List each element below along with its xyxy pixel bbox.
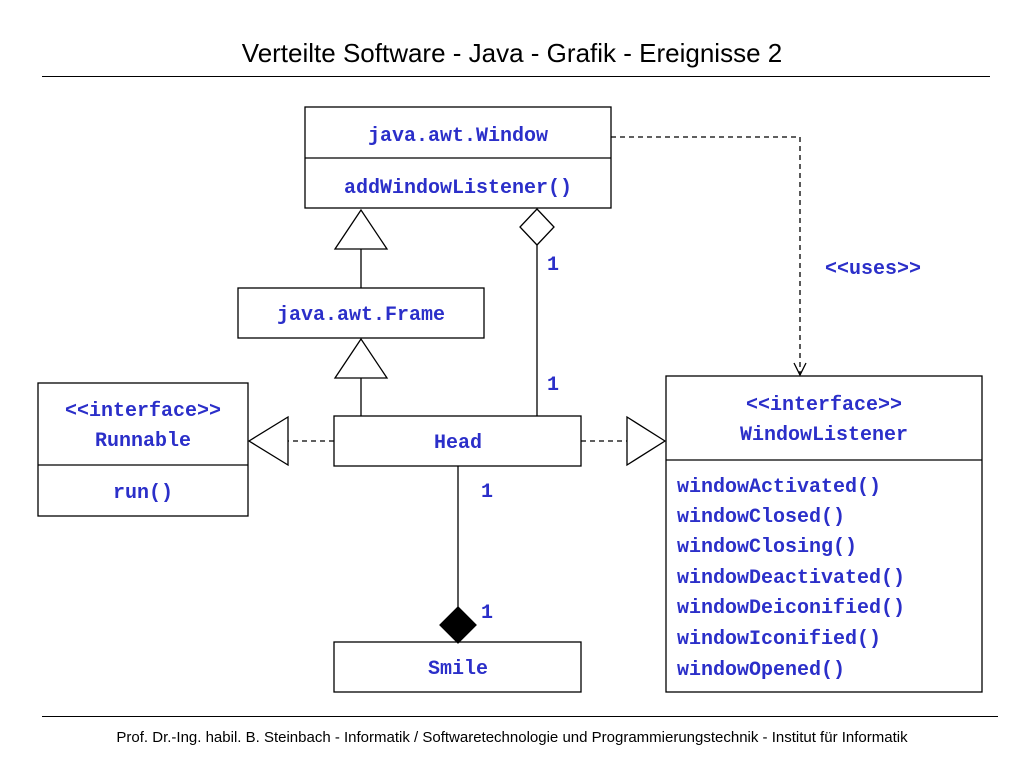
interface-window-listener-stereotype: <<interface>> [746, 394, 902, 417]
method-window-iconified: windowIconified() [677, 628, 881, 651]
method-window-closed: windowClosed() [677, 506, 845, 529]
top-divider [42, 76, 990, 77]
class-window-name: java.awt.Window [368, 125, 548, 148]
class-smile-name: Smile [428, 658, 488, 681]
class-smile-box [333, 641, 582, 693]
interface-window-listener-name: WindowListener [740, 424, 908, 447]
inheritance-arrow-icon [333, 337, 389, 379]
dependency-arrow-icon [793, 362, 807, 377]
aggregation-window-head: 1 1 [519, 208, 559, 416]
footer-text: Prof. Dr.-Ing. habil. B. Steinbach - Inf… [116, 729, 908, 746]
multiplicity-head-to-window: 1 [547, 374, 559, 397]
realization-arrow-icon [247, 415, 289, 467]
uses-label: <<uses>> [825, 258, 921, 281]
class-frame-name: java.awt.Frame [277, 304, 445, 327]
class-head-box [333, 415, 582, 467]
bottom-divider [42, 716, 998, 717]
interface-window-listener: <<interface>> WindowListener windowActiv… [665, 375, 983, 693]
interface-runnable-box [37, 382, 249, 517]
page-title: Verteilte Software - Java - Grafik - Ere… [241, 38, 783, 68]
class-head: Head [333, 415, 582, 467]
multiplicity-head-to-smile: 1 [481, 481, 493, 504]
composition-head-smile: 1 1 [439, 466, 493, 644]
dependency-window-uses-listener: <<uses>> [611, 136, 921, 377]
interface-runnable: <<interface>> Runnable run() [37, 382, 249, 517]
class-frame: java.awt.Frame [237, 287, 485, 339]
dependency-uses-line [611, 136, 801, 375]
realization-arrow-icon [626, 415, 667, 467]
realization-head-runnable [247, 415, 334, 467]
method-window-opened: windowOpened() [677, 659, 845, 682]
generalization-frame-window [333, 208, 389, 288]
multiplicity-window-side: 1 [547, 254, 559, 277]
method-window-activated: windowActivated() [677, 476, 881, 499]
class-window: java.awt.Window addWindowListener() [304, 106, 612, 209]
class-window-method: addWindowListener() [344, 177, 572, 200]
generalization-head-frame [333, 337, 389, 416]
interface-window-listener-box [665, 375, 983, 693]
method-window-deiconified: windowDeiconified() [677, 597, 905, 620]
aggregation-diamond-icon [519, 208, 555, 246]
method-window-deactivated: windowDeactivated() [677, 567, 905, 590]
composition-diamond-icon [439, 606, 477, 644]
inheritance-arrow-icon [333, 208, 389, 250]
interface-runnable-stereotype: <<interface>> [65, 400, 221, 423]
class-head-name: Head [434, 432, 482, 455]
method-window-closing: windowClosing() [677, 536, 857, 559]
interface-runnable-method: run() [113, 482, 173, 505]
class-smile: Smile [333, 641, 582, 693]
multiplicity-smile-side: 1 [481, 602, 493, 625]
realization-head-window-listener [581, 415, 667, 467]
interface-runnable-name: Runnable [95, 430, 191, 453]
